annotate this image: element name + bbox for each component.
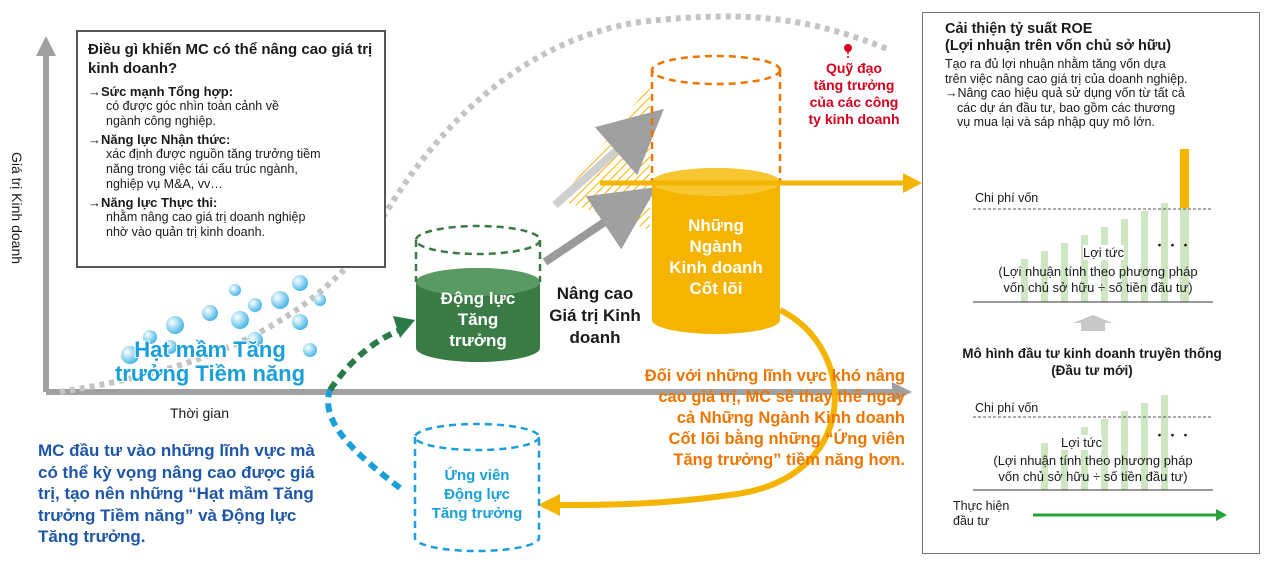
core-business-label: Những Ngành Kinh doanh Cốt lõi: [669, 216, 763, 298]
replacement-curve: [559, 307, 838, 508]
traditional-title: Mô hình đầu tư kinh doanh truyền thống (…: [962, 346, 1222, 378]
roe-bars: [973, 149, 1227, 521]
traditional-cost-label: Chi phí vốn: [975, 401, 1039, 415]
roe-description: Tạo ra đủ lợi nhuận nhằm tăng vốn dựa tr…: [945, 57, 1188, 129]
candidate-curve: [325, 389, 402, 491]
list-item: →Sức mạnh Tổng hợp: có được góc nhìn toà…: [88, 84, 279, 128]
list-item: →Năng lực Thực thi: nhằm nâng cao giá tr…: [88, 195, 306, 239]
roe-title: Cải thiện tỷ suất ROE (Lợi nhuận trên vố…: [945, 21, 1172, 54]
core-business-cylinder: [650, 54, 782, 334]
investment-execution-label: Thực hiện đầu tư: [953, 499, 1010, 528]
roe-dots: ・・・: [1153, 238, 1193, 253]
candidate-cylinder: [413, 422, 541, 553]
traditional-profit-note: (Lợi nhuận tính theo phương pháp vốn chủ…: [993, 453, 1193, 484]
replacement-note: Đối với những lĩnh vực khó nâng cao giá …: [644, 367, 905, 469]
traditional-profit-label: Lợi tức: [1061, 435, 1103, 450]
roe-panel: Cải thiện tỷ suất ROE (Lợi nhuận trên vố…: [922, 12, 1260, 554]
chart-axes: [36, 36, 912, 402]
roe-cost-label: Chi phí vốn: [975, 191, 1039, 205]
y-axis-label: Giá trị Kinh doanh: [9, 151, 25, 265]
roe-profit-note: (Lợi nhuận tính theo phương pháp vốn chủ…: [998, 264, 1198, 295]
question-title: Điều gì khiến MC có thể nâng cao giá trị…: [88, 41, 373, 77]
seeds-label: Hạt mầm Tăng trưởng Tiềm năng: [114, 337, 306, 386]
x-axis-label: Thời gian: [170, 405, 229, 421]
growth-curve: [59, 13, 892, 395]
roe-profit-label: Lợi tức: [1083, 245, 1125, 260]
traditional-dots: ・・・: [1153, 428, 1193, 443]
trajectory-label: Quỹ đạo tăng trưởng của các công ty kinh…: [808, 60, 900, 127]
investment-note: MC đầu tư vào những lĩnh vực mà có thể k…: [38, 441, 315, 546]
growth-driver-label: Động lực Tăng trưởng: [440, 289, 516, 350]
candidate-label: Ứng viên Động lực Tăng trưởng: [431, 467, 523, 522]
value-up-label: Nâng cao Giá trị Kinh doanh: [549, 284, 641, 347]
seed-bubbles: [121, 275, 326, 364]
growth-arrow: [327, 327, 402, 392]
list-item: →Năng lực Nhận thức: xác định được nguồn…: [88, 132, 321, 191]
question-box: Điều gì khiến MC có thể nâng cao giá trị…: [76, 30, 386, 268]
growth-driver-cylinder: [414, 224, 542, 362]
